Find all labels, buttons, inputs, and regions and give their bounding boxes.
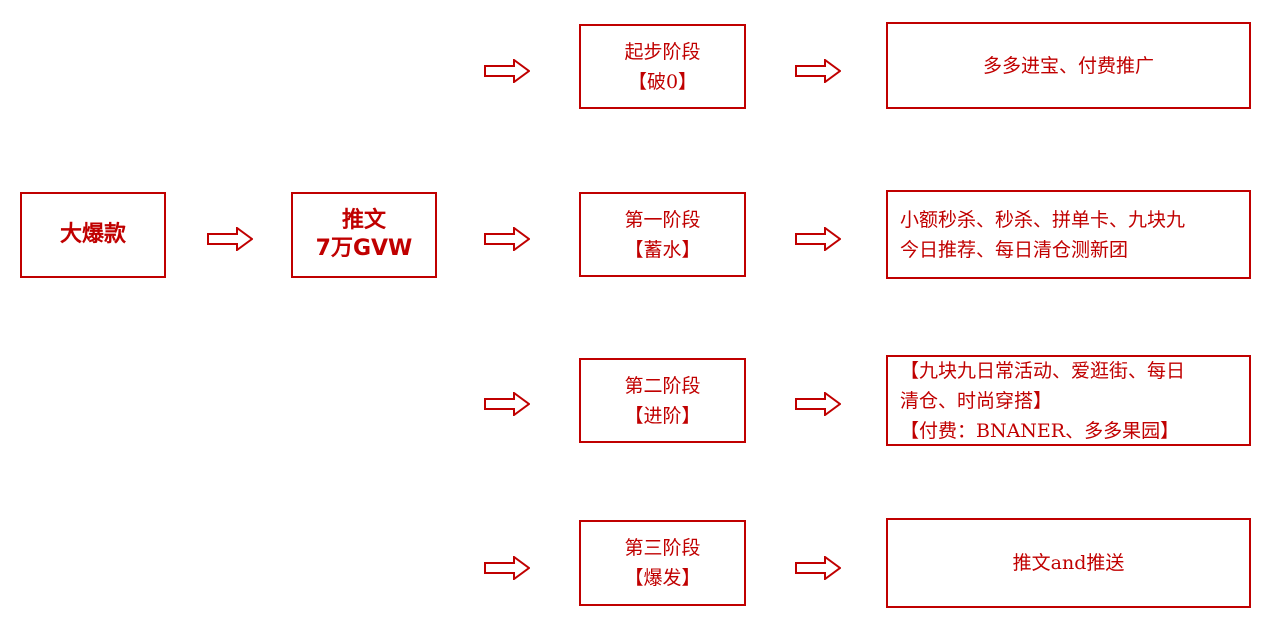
root-node-label: 大爆款	[59, 222, 126, 247]
stage-subtitle: 【破0】	[627, 70, 698, 93]
detail-node-2: 【九块九日常活动、爱逛街、每日 清仓、时尚穿搭】 【付费：BNANER、多多果园…	[886, 355, 1251, 446]
outline-right-arrow-icon	[484, 556, 530, 580]
detail-line: 多多进宝、付费推广	[982, 54, 1154, 77]
stage-node-0: 起步阶段 【破0】	[579, 24, 746, 109]
stage-title: 起步阶段	[624, 40, 701, 63]
stage-node-3: 第三阶段 【爆发】	[579, 520, 746, 606]
detail-line: 今日推荐、每日清仓测新团	[900, 238, 1129, 261]
stage-subtitle: 【蓄水】	[624, 238, 701, 261]
detail-line: 【付费：BNANER、多多果园】	[900, 419, 1180, 442]
outline-right-arrow-icon	[484, 227, 530, 251]
arrow-stage-2-to-detail	[795, 392, 841, 416]
stage-title: 第二阶段	[624, 374, 701, 397]
middle-node-line2: 7万GVW	[315, 236, 413, 261]
detail-line: 推文and推送	[1012, 552, 1125, 574]
detail-node-0: 多多进宝、付费推广	[886, 22, 1251, 109]
stage-subtitle: 【爆发】	[624, 567, 701, 589]
outline-right-arrow-icon	[207, 227, 253, 251]
arrow-to-stage-1	[484, 227, 530, 251]
detail-node-1: 小额秒杀、秒杀、拼单卡、九块九 今日推荐、每日清仓测新团	[886, 190, 1251, 279]
detail-line: 清仓、时尚穿搭】	[900, 389, 1053, 412]
middle-node: 推文 7万GVW	[291, 192, 437, 278]
root-node: 大爆款	[20, 192, 166, 278]
detail-node-3: 推文and推送	[886, 518, 1251, 608]
detail-line: 【九块九日常活动、爱逛街、每日	[900, 359, 1186, 382]
stage-title: 第一阶段	[624, 208, 701, 231]
arrow-to-stage-0	[484, 59, 530, 83]
arrow-stage-0-to-detail	[795, 59, 841, 83]
arrow-to-stage-3	[484, 556, 530, 580]
detail-line: 小额秒杀、秒杀、拼单卡、九块九	[900, 208, 1186, 231]
arrow-stage-3-to-detail	[795, 556, 841, 580]
arrow-stage-1-to-detail	[795, 227, 841, 251]
outline-right-arrow-icon	[795, 392, 841, 416]
stage-node-1: 第一阶段 【蓄水】	[579, 192, 746, 277]
stage-title: 第三阶段	[624, 537, 701, 559]
outline-right-arrow-icon	[484, 392, 530, 416]
outline-right-arrow-icon	[795, 556, 841, 580]
outline-right-arrow-icon	[484, 59, 530, 83]
stage-subtitle: 【进阶】	[624, 404, 701, 427]
arrow-root-to-middle	[207, 227, 253, 251]
stage-node-2: 第二阶段 【进阶】	[579, 358, 746, 443]
arrow-to-stage-2	[484, 392, 530, 416]
outline-right-arrow-icon	[795, 227, 841, 251]
outline-right-arrow-icon	[795, 59, 841, 83]
middle-node-line1: 推文	[341, 208, 386, 233]
